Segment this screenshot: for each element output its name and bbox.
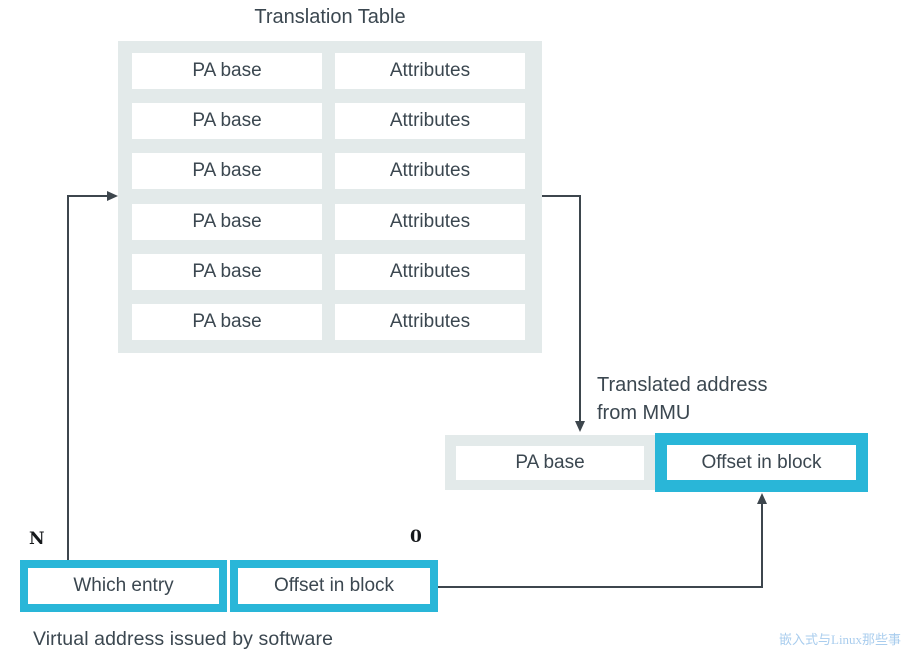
pa-base-cell: PA base bbox=[132, 303, 322, 340]
va-offset-cell: Offset in block bbox=[238, 568, 430, 604]
virtual-address-caption: Virtual address issued by software bbox=[33, 628, 334, 650]
which-entry-arrowhead-icon bbox=[107, 191, 118, 201]
translation-table: PA base Attributes PA base Attributes PA… bbox=[118, 41, 542, 353]
attributes-cell: Attributes bbox=[335, 103, 525, 140]
attributes-cell: Attributes bbox=[335, 203, 525, 240]
diagram-title: Translation Table bbox=[254, 6, 406, 28]
pa-base-cell: PA base bbox=[132, 253, 322, 290]
watermark-text: 嵌入式与Linux那些事 bbox=[779, 632, 902, 647]
result-offset-box: Offset in block bbox=[655, 433, 868, 492]
result-pa-base-box: PA base bbox=[445, 435, 655, 490]
result-offset-cell: Offset in block bbox=[667, 445, 856, 480]
table-row: PA base Attributes bbox=[132, 253, 525, 290]
translated-address-line2: from MMU bbox=[597, 402, 691, 424]
attributes-cell: Attributes bbox=[335, 53, 525, 89]
attributes-cell: Attributes bbox=[335, 153, 525, 190]
translated-arrowhead-icon bbox=[575, 421, 585, 432]
table-row: PA base Attributes bbox=[132, 203, 525, 240]
pa-base-cell: PA base bbox=[132, 53, 322, 89]
pa-base-cell: PA base bbox=[132, 153, 322, 190]
translated-address-label: Translated address from MMU bbox=[597, 371, 767, 427]
table-row: PA base Attributes bbox=[132, 303, 525, 340]
which-entry-to-table-arrow bbox=[67, 195, 109, 560]
pa-base-cell: PA base bbox=[132, 203, 322, 240]
offset-arrowhead-icon bbox=[757, 493, 767, 504]
table-to-translated-arrow bbox=[542, 195, 581, 423]
attributes-cell: Attributes bbox=[335, 253, 525, 290]
pa-base-cell: PA base bbox=[132, 103, 322, 140]
which-entry-cell: Which entry bbox=[28, 568, 219, 604]
offset-to-result-arrow bbox=[438, 502, 763, 588]
table-row: PA base Attributes bbox=[132, 153, 525, 190]
table-row: PA base Attributes bbox=[132, 103, 525, 140]
which-entry-box: Which entry bbox=[20, 560, 227, 612]
bit-0-label: 0 bbox=[410, 527, 422, 547]
translated-address-line1: Translated address bbox=[597, 374, 768, 396]
va-offset-box: Offset in block bbox=[230, 560, 438, 612]
attributes-cell: Attributes bbox=[335, 303, 525, 340]
result-pa-base-cell: PA base bbox=[456, 445, 644, 480]
bit-n-label: N bbox=[29, 529, 45, 549]
table-row: PA base Attributes bbox=[132, 53, 525, 89]
